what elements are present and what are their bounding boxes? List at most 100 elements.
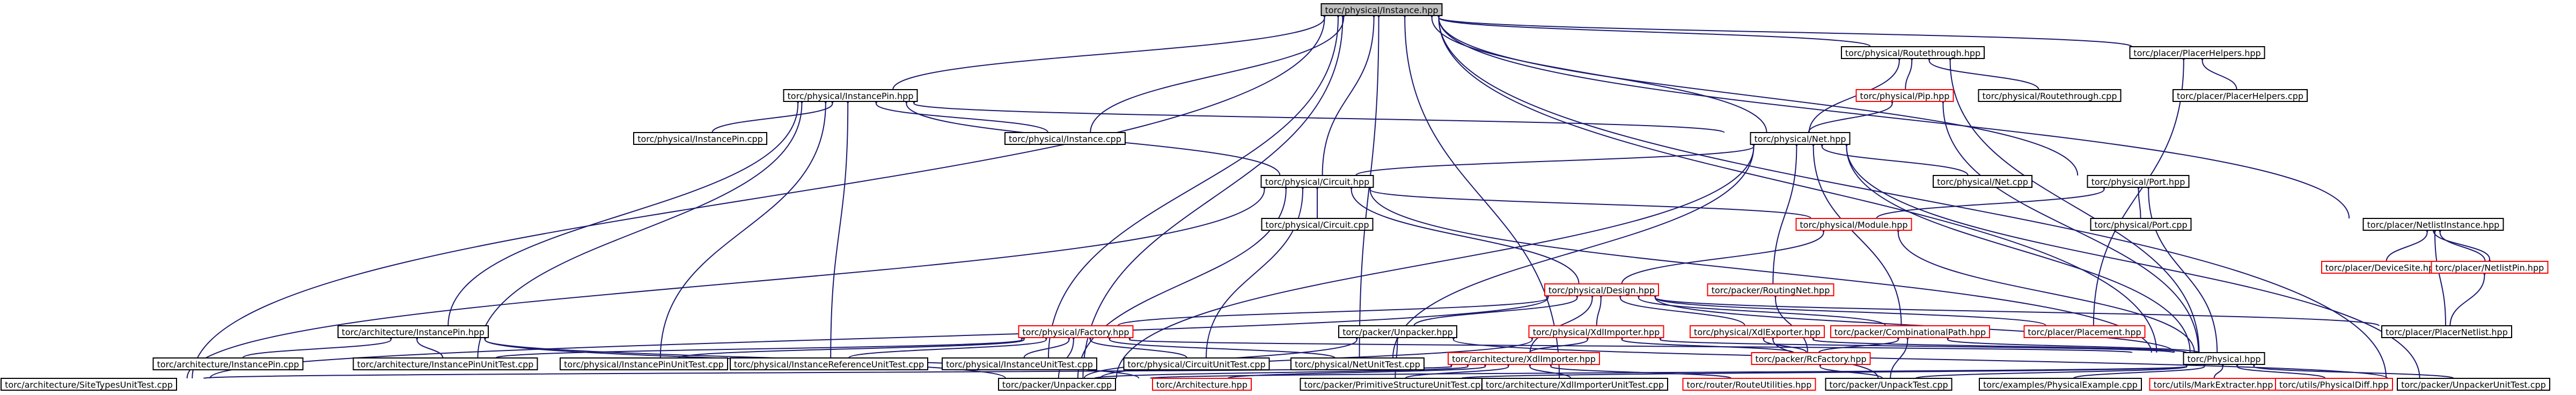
edge-port-hpp-to-inst-hpp <box>1436 12 2079 176</box>
node-ip-hpp[interactable]: torc/physical/InstancePin.hpp <box>783 89 918 102</box>
node-circ-cpp[interactable]: torc/physical/Circuit.cpp <box>1261 218 1374 231</box>
node-label: torc/packer/Unpacker.cpp <box>1002 380 1112 390</box>
node-box <box>1261 218 1374 231</box>
edge-port-cpp-to-port-hpp <box>2135 184 2141 219</box>
node-aipu-cpp[interactable]: torc/architecture/InstancePinUnitTest.cp… <box>353 357 538 370</box>
node-label: torc/physical/XdlImporter.hpp <box>1533 327 1660 338</box>
node-ph-cpp[interactable]: torc/placer/PlacerHelpers.cpp <box>2173 89 2308 102</box>
node-label: torc/utils/MarkExtracter.hpp <box>2154 380 2273 390</box>
node-ppsu-cpp[interactable]: torc/packer/PrimitiveStructureUnitTest.c… <box>1300 378 1491 391</box>
node-label: torc/placer/PlacerNetlist.hpp <box>2386 327 2508 338</box>
node-ip-cpp[interactable]: torc/physical/InstancePin.cpp <box>633 132 767 145</box>
node-box <box>1320 3 1443 16</box>
node-label: torc/architecture/InstancePinUnitTest.cp… <box>357 360 534 370</box>
edge-axi-hpp-to-xdli-hpp <box>1529 334 1590 353</box>
node-net-cpp[interactable]: torc/physical/Net.cpp <box>1933 175 2032 188</box>
node-port-hpp[interactable]: torc/physical/Port.hpp <box>2087 175 2190 188</box>
node-unp-hpp[interactable]: torc/packer/Unpacker.hpp <box>1338 325 1457 338</box>
edge-pcu-cpp-to-fac-hpp <box>1087 334 1187 359</box>
node-axi-hpp[interactable]: torc/architecture/XdlImporter.hpp <box>1448 352 1600 365</box>
node-rt-cpp[interactable]: torc/physical/Routethrough.cpp <box>1978 89 2122 102</box>
node-des-hpp[interactable]: torc/physical/Design.hpp <box>1544 283 1659 296</box>
node-fac-hpp[interactable]: torc/physical/Factory.hpp <box>1018 325 1134 338</box>
node-net-hpp[interactable]: torc/physical/Net.hpp <box>1750 132 1851 145</box>
node-box <box>2087 175 2190 188</box>
node-label: torc/architecture/SiteTypesUnitTest.cpp <box>5 380 173 390</box>
node-aip-hpp[interactable]: torc/architecture/InstancePin.hpp <box>337 325 489 338</box>
node-axiu-cpp[interactable]: torc/architecture/XdlImporterUnitTest.cp… <box>1481 378 1668 391</box>
node-rcf-hpp[interactable]: torc/packer/RcFactory.hpp <box>1751 352 1871 365</box>
node-label: torc/physical/Design.hpp <box>1548 286 1655 296</box>
node-box <box>1260 175 1374 188</box>
node-pcu-cpp[interactable]: torc/physical/CircuitUnitTest.cpp <box>1123 357 1270 370</box>
edge-pip-hpp-to-rt-hpp <box>1905 55 1915 90</box>
edge-piu-cpp-to-fac-hpp <box>1023 334 1072 359</box>
node-box <box>2090 218 2192 231</box>
node-ppuu-cpp[interactable]: torc/packer/UnpackerUnitTest.cpp <box>2397 378 2550 391</box>
node-put-cpp[interactable]: torc/packer/UnpackTest.cpp <box>1825 378 1953 391</box>
node-piru-cpp[interactable]: torc/physical/InstanceReferenceUnitTest.… <box>730 357 928 370</box>
node-label: torc/physical/XdlExporter.hpp <box>1694 327 1821 338</box>
node-upd-hpp[interactable]: torc/utils/PhysicalDiff.hpp <box>2275 378 2393 391</box>
node-label: torc/physical/Instance.cpp <box>1009 134 1121 144</box>
edge-ph-cpp-to-ph-hpp <box>2199 55 2237 90</box>
node-inst-cpp[interactable]: torc/physical/Instance.cpp <box>1004 132 1126 145</box>
node-aip-cpp[interactable]: torc/architecture/InstancePin.cpp <box>152 357 304 370</box>
edge-unp-cpp-to-inst-hpp <box>1082 12 1346 379</box>
node-pip-hpp[interactable]: torc/physical/Pip.hpp <box>1855 89 1954 102</box>
node-unp-cpp[interactable]: torc/packer/Unpacker.cpp <box>998 378 1116 391</box>
edge-epe-cpp-to-phys-hpp <box>2073 361 2207 379</box>
node-xdli-hpp[interactable]: torc/physical/XdlImporter.hpp <box>1528 325 1664 338</box>
node-phys-hpp[interactable]: torc/Physical.hpp <box>2183 352 2265 365</box>
edge-phys-hpp-to-net-hpp <box>1844 141 2191 353</box>
node-label: torc/physical/InstancePinUnitTest.cpp <box>564 360 724 370</box>
node-box <box>942 357 1097 370</box>
node-cpath-hpp[interactable]: torc/packer/CombinationalPath.hpp <box>1830 325 1990 338</box>
edge-ume-hpp-to-phys-hpp <box>2213 361 2226 379</box>
node-box <box>1707 283 1834 296</box>
node-box <box>560 357 728 370</box>
node-pnet-hpp[interactable]: torc/placer/PlacerNetlist.hpp <box>2381 325 2512 338</box>
node-xdle-hpp[interactable]: torc/physical/XdlExporter.hpp <box>1690 325 1825 338</box>
edge-piru-cpp-to-fac-hpp <box>848 334 1050 359</box>
node-pl-hpp[interactable]: torc/placer/Placement.hpp <box>2023 325 2146 338</box>
edge-circ-hpp-to-net-hpp <box>1355 141 1757 176</box>
node-box <box>152 357 304 370</box>
node-piu-cpp[interactable]: torc/physical/InstanceUnitTest.cpp <box>942 357 1097 370</box>
edge-axiu-cpp-to-inst-hpp <box>1402 12 1560 379</box>
node-box <box>1018 325 1134 338</box>
edge-cpath-hpp-to-net-hpp <box>1810 141 1902 326</box>
edge-piru-cpp-to-ip-hpp <box>830 98 851 359</box>
node-pni-hpp[interactable]: torc/placer/NetlistInstance.hpp <box>2362 218 2504 231</box>
node-box <box>337 325 489 338</box>
edge-rt-cpp-to-rt-hpp <box>1926 55 2039 90</box>
node-rt-hpp[interactable]: torc/physical/Routethrough.hpp <box>1841 46 1985 59</box>
node-ume-hpp[interactable]: torc/utils/MarkExtracter.hpp <box>2149 378 2278 391</box>
edge-pnet-hpp-to-npin-hpp <box>2449 269 2487 326</box>
edge-pl-hpp-to-des-hpp <box>1652 292 2046 326</box>
node-box <box>1338 325 1457 338</box>
edge-pnet-hpp-to-pni-hpp <box>2432 226 2446 326</box>
node-mod-hpp[interactable]: torc/physical/Module.hpp <box>1795 218 1912 231</box>
edge-ip-cpp-to-ip-hpp <box>711 98 835 133</box>
node-npin-hpp[interactable]: torc/placer/NetlistPin.hpp <box>2431 261 2549 274</box>
node-ds-hpp[interactable]: torc/placer/DeviceSite.hpp <box>2321 261 2443 274</box>
node-inst-hpp[interactable]: torc/physical/Instance.hpp <box>1320 3 1443 16</box>
node-pipu-cpp[interactable]: torc/physical/InstancePinUnitTest.cpp <box>560 357 728 370</box>
node-port-cpp[interactable]: torc/physical/Port.cpp <box>2090 218 2192 231</box>
node-label: torc/physical/Port.cpp <box>2094 220 2187 230</box>
node-rru-hpp[interactable]: torc/router/RouteUtilities.hpp <box>1682 378 1816 391</box>
edge-astu-cpp-to-circ-hpp <box>186 184 1267 379</box>
node-astu-cpp[interactable]: torc/architecture/SiteTypesUnitTest.cpp <box>1 378 177 391</box>
node-ph-hpp[interactable]: torc/placer/PlacerHelpers.hpp <box>2129 46 2265 59</box>
node-circ-hpp[interactable]: torc/physical/Circuit.hpp <box>1260 175 1374 188</box>
node-label: torc/physical/InstancePin.hpp <box>788 91 914 101</box>
node-epe-cpp[interactable]: torc/examples/PhysicalExample.cpp <box>1979 378 2142 391</box>
edge-phys-hpp-to-xdli-hpp <box>1657 334 2175 353</box>
node-arch-hpp[interactable]: torc/Architecture.hpp <box>1152 378 1252 391</box>
node-rnet-hpp[interactable]: torc/packer/RoutingNet.hpp <box>1707 283 1834 296</box>
node-pnu-cpp[interactable]: torc/physical/NetUnitTest.cpp <box>1290 357 1425 370</box>
edge-phys-hpp-to-circ-hpp <box>1367 184 2152 353</box>
node-box <box>1933 175 2032 188</box>
